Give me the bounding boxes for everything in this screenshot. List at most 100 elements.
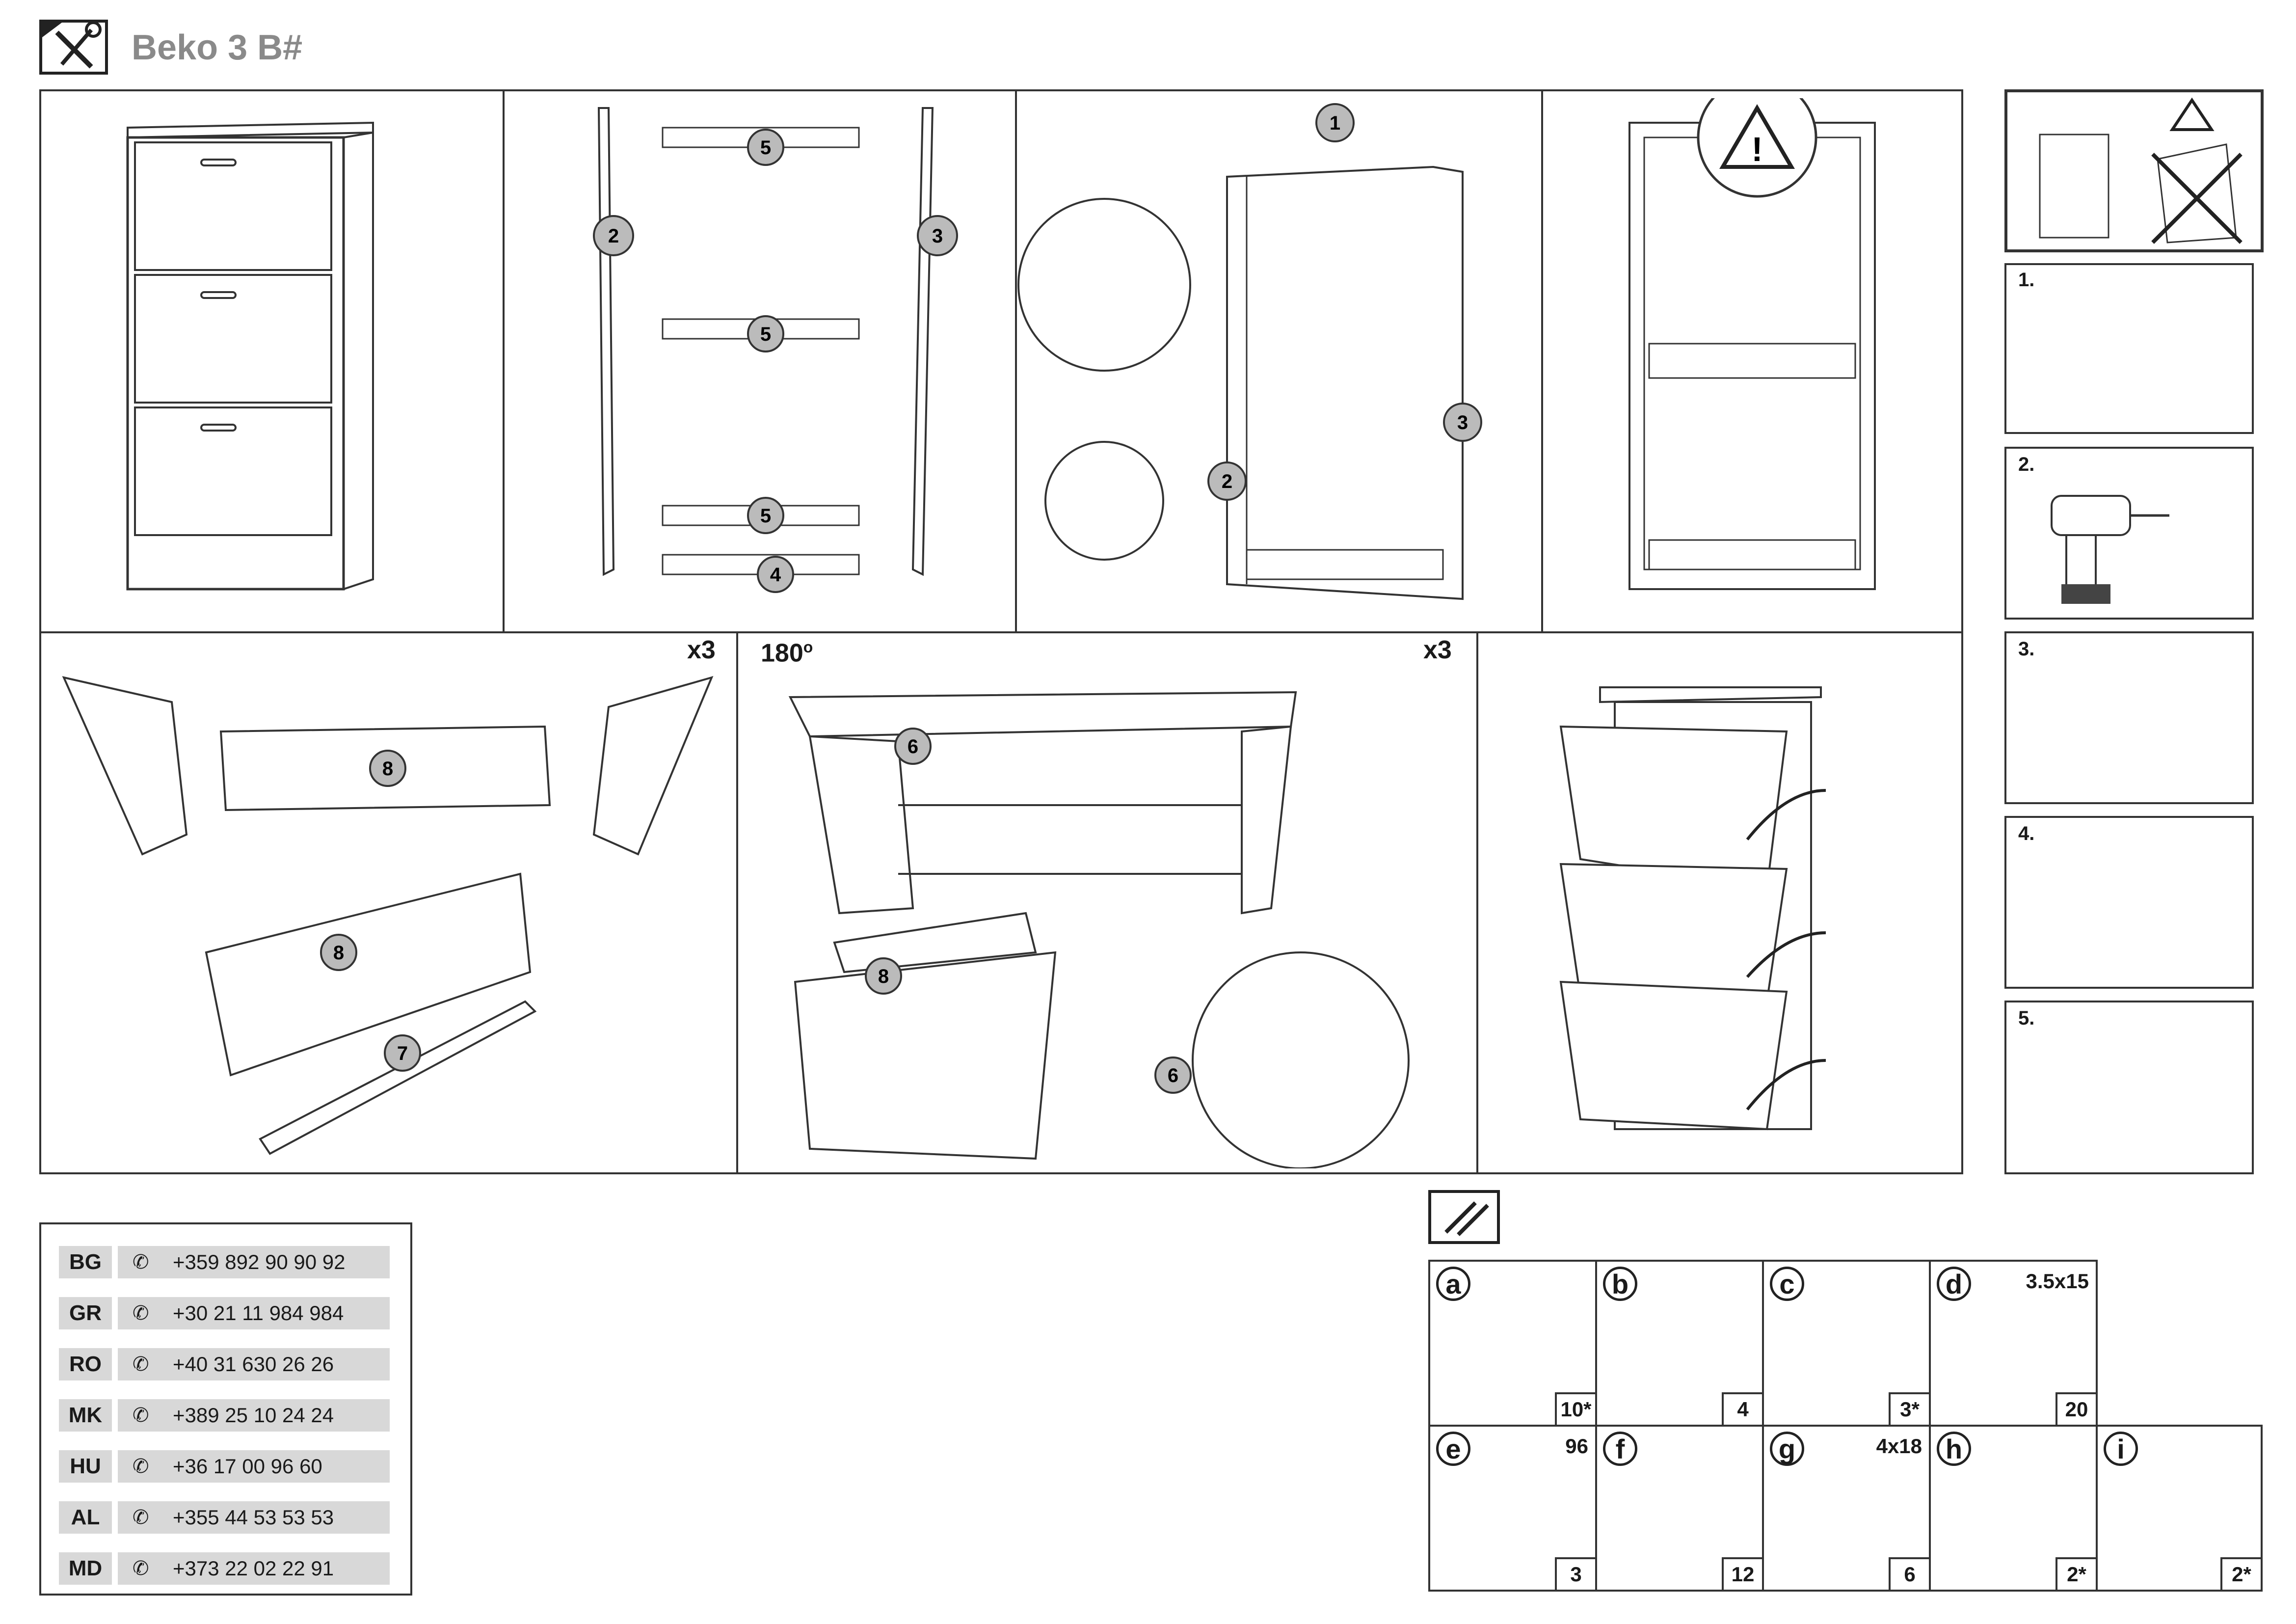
open-cabinet-illustration	[1559, 686, 1826, 1131]
part-letter: a	[1436, 1267, 1470, 1301]
phone-number: ✆+30 21 11 984 984	[118, 1297, 390, 1329]
part-size: 3.5x15	[2026, 1270, 2089, 1293]
part-cell-g: g 4x18 6	[1762, 1425, 1931, 1592]
svg-text:3: 3	[932, 225, 943, 247]
part-letter: g	[1770, 1432, 1804, 1466]
part-quantity: 12	[1722, 1557, 1762, 1590]
contact-list: BG ✆+359 892 90 90 92 GR ✆+30 21 11 984 …	[39, 1222, 412, 1596]
drawer-flap-illustration: 6 8 6	[788, 691, 1410, 1168]
part-quantity: 10*	[1555, 1392, 1595, 1425]
tools-icon	[39, 20, 108, 75]
part-letter: f	[1603, 1432, 1637, 1466]
country-code: RO	[59, 1348, 112, 1380]
phone-number: ✆+373 22 02 22 91	[118, 1552, 390, 1585]
svg-text:8: 8	[382, 758, 393, 780]
svg-text:8: 8	[878, 966, 889, 987]
back-assembly-illustration: 1 3 2	[1017, 103, 1482, 600]
part-quantity: 20	[2056, 1392, 2096, 1425]
phone-number: ✆+359 892 90 90 92	[118, 1246, 390, 1278]
part-cell-a: a 10*	[1428, 1260, 1597, 1427]
phone-number: ✆+389 25 10 24 24	[118, 1399, 390, 1432]
part-quantity: 6	[1889, 1557, 1929, 1590]
svg-text:2: 2	[1222, 471, 1232, 492]
svg-text:6: 6	[1168, 1065, 1178, 1086]
svg-text:1: 1	[1330, 112, 1340, 134]
part-size: 4x18	[1876, 1435, 1922, 1458]
part-quantity: 3	[1555, 1557, 1595, 1590]
wall-fix-illustration: !	[1629, 98, 1876, 590]
svg-text:5: 5	[760, 505, 771, 527]
step-box-4	[2004, 816, 2254, 989]
country-code: GR	[59, 1297, 112, 1329]
phone-icon: ✆	[133, 1302, 149, 1324]
phone-icon: ✆	[133, 1353, 149, 1375]
phone-number: ✆+355 44 53 53 53	[118, 1501, 390, 1534]
phone-icon: ✆	[133, 1507, 149, 1528]
country-code: AL	[59, 1501, 112, 1534]
flap-hinge-illustration: 8 8 7	[62, 676, 714, 1155]
cabinet-illustration	[126, 121, 374, 591]
country-code: MK	[59, 1399, 112, 1432]
phone-icon: ✆	[133, 1405, 149, 1426]
tip-over-warning-illustration	[2039, 97, 2243, 244]
svg-text:4: 4	[770, 564, 781, 586]
page-title: Beko 3 B#	[132, 28, 303, 67]
part-quantity: 2*	[2220, 1557, 2261, 1590]
warning-icon	[1719, 104, 1795, 169]
drill-icon	[2051, 495, 2169, 604]
screws-icon	[1428, 1190, 1500, 1244]
rotate-label: 180o	[761, 638, 813, 668]
assembly-panel-bottom-row	[39, 631, 1963, 1174]
part-letter: e	[1436, 1432, 1470, 1466]
part-letter: b	[1603, 1267, 1637, 1301]
svg-text:!: !	[1751, 130, 1762, 168]
divider	[1015, 89, 1017, 633]
country-code: BG	[59, 1246, 112, 1278]
part-size: 96	[1565, 1435, 1588, 1458]
divider	[736, 631, 738, 1174]
step-label: 4.	[2018, 823, 2035, 844]
part-quantity: 4	[1722, 1392, 1762, 1425]
step-box-5	[2004, 1001, 2254, 1174]
part-letter: i	[2104, 1432, 2138, 1466]
part-cell-e: e 96 3	[1428, 1425, 1597, 1592]
step-label: 2.	[2018, 454, 2035, 475]
phone-number: ✆+36 17 00 96 60	[118, 1450, 390, 1483]
svg-text:7: 7	[397, 1043, 408, 1064]
part-cell-b: b 4	[1595, 1260, 1764, 1427]
part-cell-c: c 3*	[1762, 1260, 1931, 1427]
warning-icon	[2169, 97, 2215, 131]
svg-text:6: 6	[908, 736, 918, 758]
part-letter: h	[1937, 1432, 1971, 1466]
parts-list: a 10* b 4 c 3* d 3.5x15 20 e 96 3 f 12 g…	[1428, 1260, 2263, 1594]
part-cell-i: i 2*	[2096, 1425, 2263, 1592]
step-box-2	[2004, 447, 2254, 620]
svg-text:3: 3	[1457, 412, 1468, 433]
svg-text:5: 5	[760, 324, 771, 345]
divider	[503, 89, 505, 633]
step-box-3	[2004, 631, 2254, 804]
part-quantity: 2*	[2056, 1557, 2096, 1590]
step-label: 1.	[2018, 269, 2035, 291]
step-label: 3.	[2018, 638, 2035, 660]
warning-box	[2004, 89, 2264, 252]
country-code: HU	[59, 1450, 112, 1483]
part-cell-h: h 2*	[1929, 1425, 2098, 1592]
svg-text:2: 2	[608, 225, 619, 247]
phone-icon: ✆	[133, 1251, 149, 1273]
multiplier-label: x3	[1423, 636, 1452, 664]
phone-icon: ✆	[133, 1456, 149, 1477]
step-label: 5.	[2018, 1007, 2035, 1029]
phone-number: ✆+40 31 630 26 26	[118, 1348, 390, 1380]
step-box-1	[2004, 263, 2254, 434]
divider	[1541, 89, 1543, 633]
part-quantity: 3*	[1889, 1392, 1929, 1425]
part-cell-d: d 3.5x15 20	[1929, 1260, 2098, 1427]
part-letter: d	[1937, 1267, 1971, 1301]
phone-icon: ✆	[133, 1558, 149, 1579]
divider	[1476, 631, 1478, 1174]
svg-text:8: 8	[333, 942, 344, 964]
part-cell-f: f 12	[1595, 1425, 1764, 1592]
part-letter: c	[1770, 1267, 1804, 1301]
